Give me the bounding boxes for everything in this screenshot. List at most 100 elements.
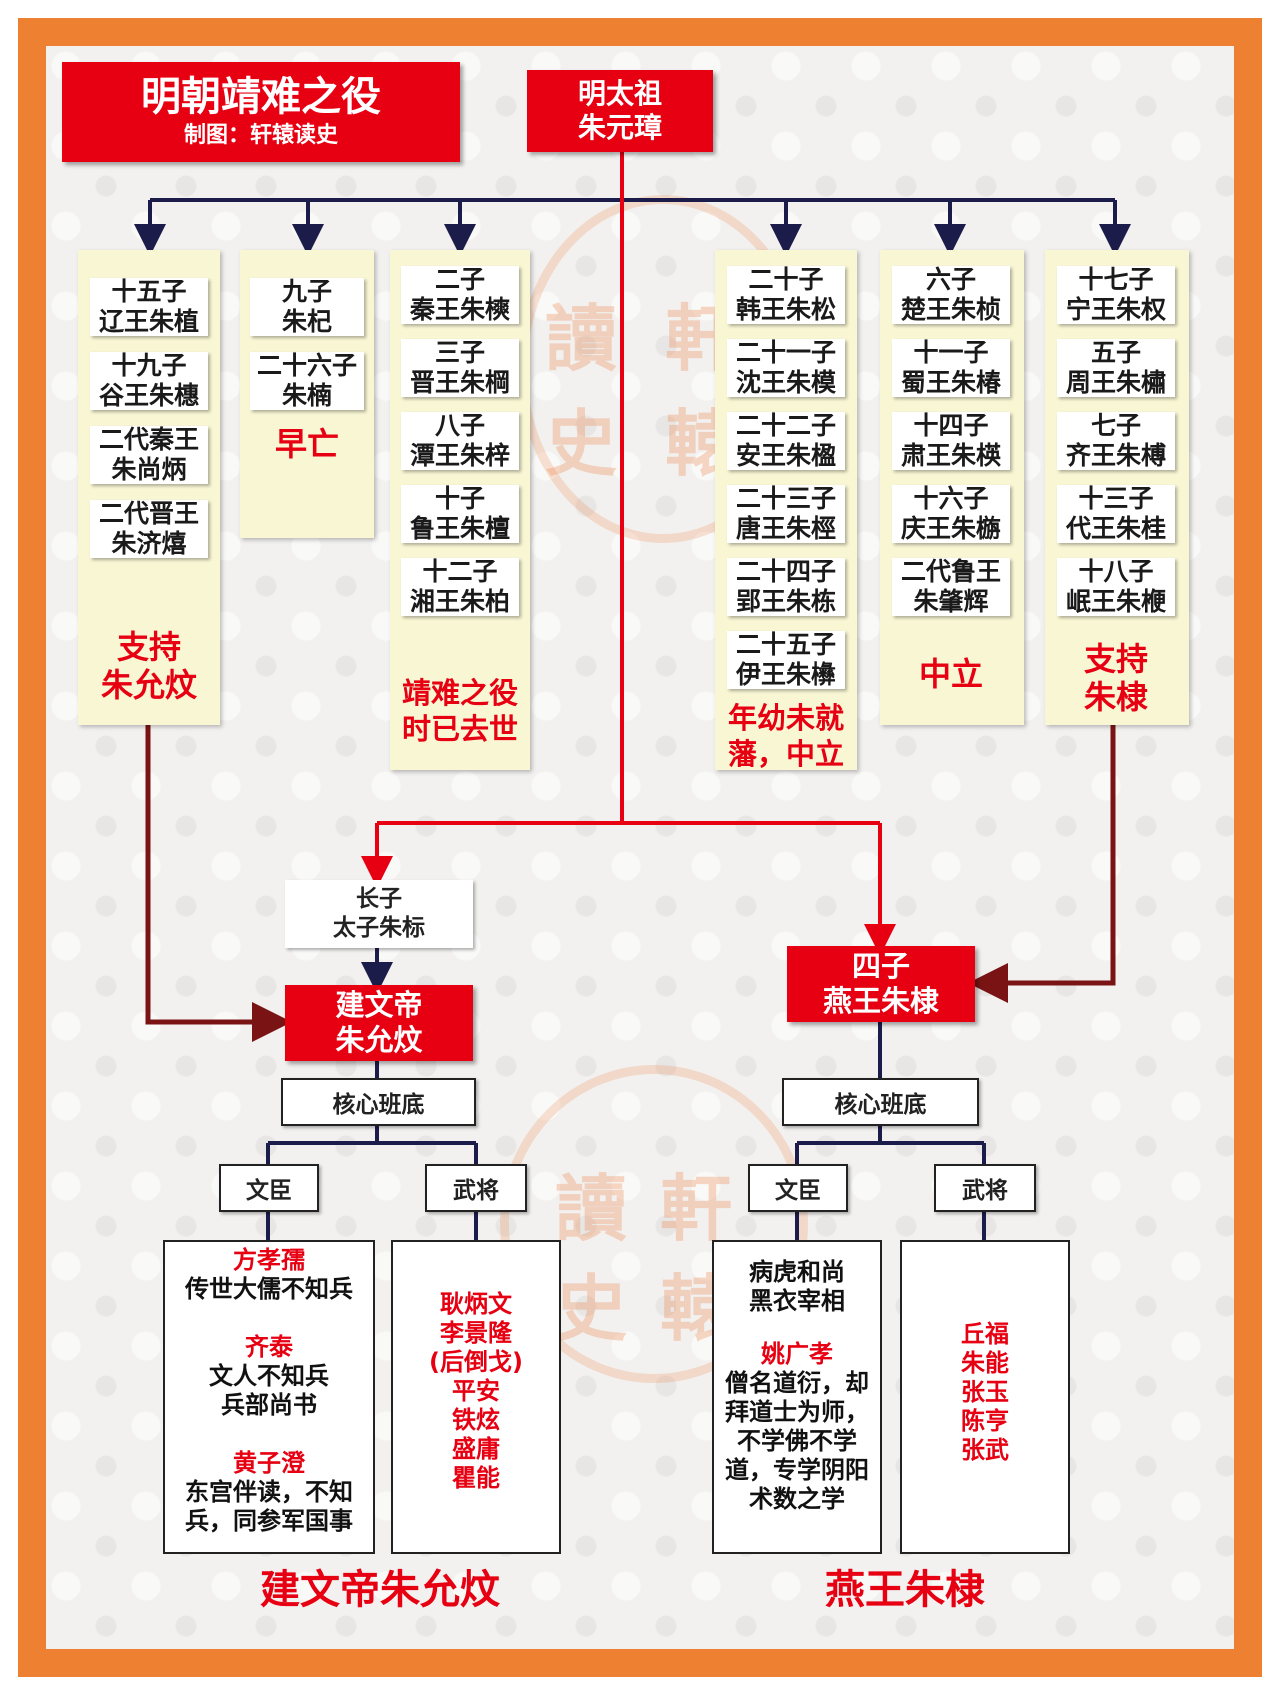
root-name: 朱元璋	[577, 111, 662, 144]
prince-name: 秦王朱樉	[409, 295, 510, 324]
stance-line: 朱棣	[1083, 678, 1148, 716]
prince-name: 宁王朱权	[1065, 295, 1166, 324]
watermark-char: 讀	[545, 296, 618, 381]
jianwen-title: 建文帝	[335, 988, 423, 1022]
minister-epithet: 病虎和尚	[749, 1258, 845, 1286]
prince-card: 二代晋王朱济熺	[90, 499, 208, 558]
yan-core-label: 核心班底	[782, 1078, 979, 1126]
prince-rank: 十七子	[1078, 265, 1154, 294]
minister-desc: 不学佛不学	[737, 1427, 857, 1455]
minister-desc: 兵，同参军国事	[185, 1507, 353, 1535]
prince-card: 二十一子沈王朱模	[727, 338, 845, 397]
root-node: 明太祖 朱元璋	[527, 70, 713, 152]
prince-card: 十子鲁王朱檀	[401, 484, 519, 543]
prince-card: 二十二子安王朱楹	[727, 411, 845, 470]
prince-name: 韩王朱松	[735, 295, 836, 324]
prince-card: 二代鲁王朱肇辉	[892, 557, 1010, 616]
prince-rank: 九子	[281, 277, 332, 306]
prince-rank: 十子	[434, 484, 485, 513]
prince-rank: 十九子	[111, 351, 187, 380]
prince-name: 蜀王朱椿	[900, 368, 1001, 397]
root-title: 明太祖	[577, 77, 662, 110]
prince-card: 十五子辽王朱植	[90, 277, 208, 336]
general-name: 张玉	[961, 1378, 1009, 1406]
prince-card: 十二子湘王朱柏	[401, 557, 519, 616]
prince-rank: 二十四子	[735, 557, 836, 586]
prince-name: 晋王朱棡	[409, 368, 510, 397]
prince-card: 二十子韩王朱松	[727, 265, 845, 324]
stance-line: 年幼未就	[727, 701, 844, 735]
prince-name: 朱肇辉	[913, 587, 989, 616]
column-stance-note: 靖难之役时已去世	[380, 675, 540, 747]
prince-name: 朱杞	[281, 307, 332, 336]
prince-card: 二十四子郢王朱栋	[727, 557, 845, 616]
minister-desc: 僧名道衍，却	[725, 1369, 869, 1397]
prince-rank: 二十子	[748, 265, 824, 294]
minister-name: 姚广孝	[761, 1340, 833, 1368]
prince-rank: 十一子	[913, 338, 989, 367]
prince-name: 朱尚炳	[111, 455, 187, 484]
yan-military-label: 武将	[934, 1164, 1036, 1212]
prince-rank: 二十五子	[735, 630, 836, 659]
jianwen-military-box: 耿炳文 李景隆 (后倒戈) 平安 铁炫 盛庸 瞿能	[391, 1240, 561, 1554]
prince-name: 楚王朱桢	[900, 295, 1001, 324]
prince-rank: 八子	[434, 411, 485, 440]
watermark-char: 讀	[555, 1166, 628, 1251]
prince-name: 朱济熺	[111, 529, 187, 558]
general-name: 朱能	[961, 1349, 1009, 1377]
eldest-rank: 长子	[356, 886, 402, 912]
column-stance-note: 支持朱棣	[1036, 640, 1196, 716]
jianwen-civil-box: 方孝孺 传世大儒不知兵 齐泰 文人不知兵 兵部尚书 黄子澄 东宫伴读，不知 兵，…	[163, 1240, 375, 1554]
jianwen-military-label: 武将	[425, 1164, 527, 1212]
yan-civil-label: 文臣	[748, 1164, 848, 1212]
yan-rank: 四子	[851, 949, 910, 983]
prince-card: 五子周王朱橚	[1057, 338, 1175, 397]
prince-card: 十一子蜀王朱椿	[892, 338, 1010, 397]
general-name: 瞿能	[452, 1464, 500, 1492]
prince-rank: 二十一子	[735, 338, 836, 367]
bottom-caption-yan: 燕王朱棣	[825, 1567, 985, 1613]
eldest-name: 太子朱标	[333, 915, 425, 941]
prince-name: 周王朱橚	[1065, 368, 1166, 397]
prince-card: 六子楚王朱桢	[892, 265, 1010, 324]
prince-card: 十九子谷王朱橞	[90, 351, 208, 410]
jianwen-core-label: 核心班底	[281, 1078, 476, 1126]
prince-rank: 十二子	[422, 557, 498, 586]
column-stance-note: 中立	[871, 655, 1031, 693]
prince-name: 谷王朱橞	[98, 381, 199, 410]
prince-rank: 十五子	[111, 277, 187, 306]
yan-name: 燕王朱棣	[822, 984, 939, 1018]
prince-rank: 五子	[1090, 338, 1141, 367]
prince-rank: 十八子	[1078, 557, 1154, 586]
watermark-char: 史	[545, 401, 618, 486]
minister-desc: 传世大儒不知兵	[185, 1275, 353, 1303]
prince-card: 二十三子唐王朱桱	[727, 484, 845, 543]
general-name: 李景隆	[440, 1319, 512, 1347]
prince-name: 庆王朱㮵	[900, 514, 1001, 543]
prince-rank: 二代晋王	[98, 499, 199, 528]
jianwen-name: 朱允炆	[335, 1023, 423, 1057]
minister-desc: 兵部尚书	[221, 1391, 317, 1419]
prince-name: 齐王朱榑	[1065, 441, 1166, 470]
prince-name: 湘王朱柏	[409, 587, 510, 616]
stance-line: 朱允炆	[100, 666, 197, 704]
jianwen-civil-label: 文臣	[219, 1164, 319, 1212]
prince-rank: 二代秦王	[98, 425, 199, 454]
general-name: 丘福	[961, 1320, 1009, 1348]
title-box: 明朝靖难之役 制图：轩辕读史	[62, 62, 460, 162]
general-note: (后倒戈)	[429, 1348, 523, 1376]
prince-name: 沈王朱模	[735, 368, 836, 397]
general-name: 耿炳文	[440, 1290, 512, 1318]
prince-rank: 二十六子	[256, 351, 357, 380]
prince-name: 岷王朱楩	[1065, 587, 1166, 616]
prince-rank: 十六子	[913, 484, 989, 513]
stance-line: 靖难之役	[401, 676, 518, 710]
stance-line: 藩，中立	[727, 737, 844, 771]
prince-name: 代王朱桂	[1065, 514, 1166, 543]
prince-card: 十六子庆王朱㮵	[892, 484, 1010, 543]
diagram-title: 明朝靖难之役	[141, 74, 381, 120]
minister-desc: 道，专学阴阳	[725, 1456, 869, 1484]
watermark-char: 軒	[660, 1166, 733, 1251]
general-name: 铁炫	[452, 1406, 500, 1434]
minister-name: 黄子澄	[233, 1449, 305, 1477]
